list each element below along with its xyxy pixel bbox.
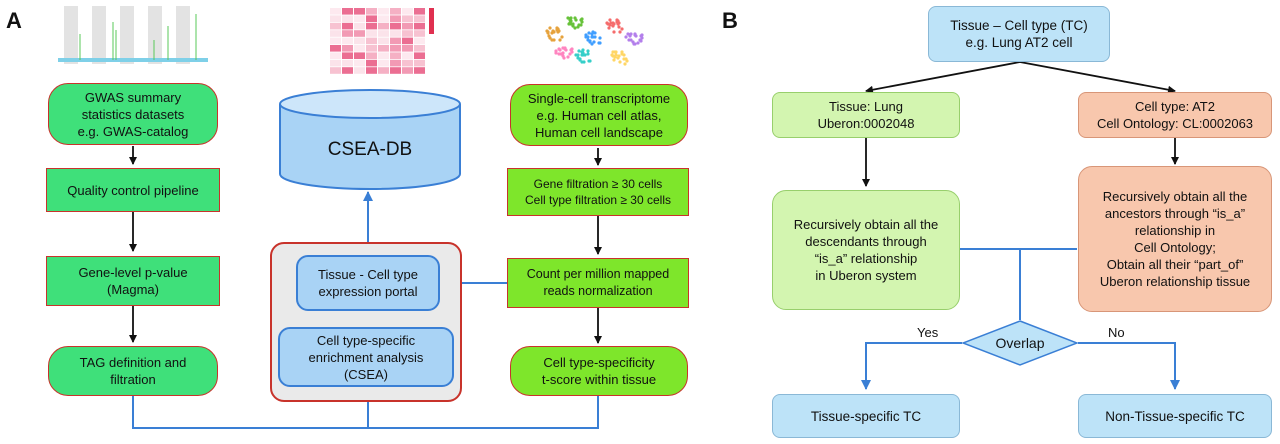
csea-analysis-node: Cell type-specific enrichment analysis (… (278, 327, 454, 387)
specificity-node: Cell type-specificity t-score within tis… (510, 346, 688, 396)
count-normalization-node: Count per million mapped reads normaliza… (507, 258, 689, 308)
celltype-node: Cell type: AT2 Cell Ontology: CL:0002063 (1078, 92, 1272, 138)
gene-filtration-node: Gene filtration ≥ 30 cells Cell type fil… (507, 168, 689, 216)
csea-analysis-text: Cell type-specific enrichment analysis (… (308, 332, 424, 382)
count-normalization-text: Count per million mapped reads normaliza… (526, 267, 670, 298)
single-cell-node: Single-cell transcriptome e.g. Human cel… (510, 84, 688, 146)
tissue-specific-text: Tissue-specific TC (810, 408, 922, 424)
no-label: No (1108, 325, 1125, 340)
tissue-text: Tissue: Lung Uberon:0002048 (817, 99, 915, 131)
gene-level-text: Gene-level p-value (Magma) (78, 265, 188, 297)
bottom-connector (132, 395, 599, 429)
arrow-no (1078, 342, 1180, 390)
quality-control-node: Quality control pipeline (46, 168, 220, 212)
tissue-specific-node: Tissue-specific TC (772, 394, 960, 438)
arrow-yes (861, 342, 962, 390)
root-tc-node: Tissue – Cell type (TC) e.g. Lung AT2 ce… (928, 6, 1110, 62)
celltype-text: Cell type: AT2 Cell Ontology: CL:0002063 (1096, 99, 1254, 131)
descendants-node: Recursively obtain all the descendants t… (772, 190, 960, 310)
tissue-portal-node: Tissue - Cell type expression portal (296, 255, 440, 311)
descendants-text: Recursively obtain all the descendants t… (793, 217, 939, 283)
umap-thumbnail (534, 4, 662, 76)
overlap-diamond (962, 320, 1078, 366)
ancestors-text: Recursively obtain all the ancestors thr… (1099, 189, 1251, 289)
non-tissue-specific-text: Non-Tissue-specific TC (1105, 408, 1245, 424)
gwas-summary-text: GWAS summary statistics datasets e.g. GW… (77, 89, 189, 139)
panel-b-letter: B (722, 8, 738, 33)
gene-filtration-text: Gene filtration ≥ 30 cells Cell type fil… (525, 177, 671, 207)
tag-definition-text: TAG definition and filtration (79, 355, 187, 387)
gene-level-node: Gene-level p-value (Magma) (46, 256, 220, 306)
gwas-summary-node: GWAS summary statistics datasets e.g. GW… (48, 83, 218, 145)
heatmap-thumbnail (292, 4, 440, 78)
yes-label: Yes (917, 325, 939, 340)
arrow-root-to-celltype (1019, 61, 1176, 94)
gwas-manhattan-thumbnail (58, 4, 208, 68)
overlap-label: Overlap (995, 335, 1045, 351)
quality-control-text: Quality control pipeline (67, 182, 199, 198)
tissue-portal-text: Tissue - Cell type expression portal (318, 267, 418, 299)
csea-db-label: CSEA-DB (327, 139, 413, 160)
panel-a-letter: A (6, 8, 22, 33)
arrow-root-to-tissue (865, 61, 1021, 94)
ancestors-node: Recursively obtain all the ancestors thr… (1078, 166, 1272, 312)
specificity-text: Cell type-specificity t-score within tis… (541, 355, 657, 387)
single-cell-text: Single-cell transcriptome e.g. Human cel… (527, 90, 671, 140)
tissue-node: Tissue: Lung Uberon:0002048 (772, 92, 960, 138)
root-tc-text: Tissue – Cell type (TC) e.g. Lung AT2 ce… (950, 18, 1088, 50)
tag-definition-node: TAG definition and filtration (48, 346, 218, 396)
csea-db-cylinder (279, 89, 461, 190)
non-tissue-specific-node: Non-Tissue-specific TC (1078, 394, 1272, 438)
